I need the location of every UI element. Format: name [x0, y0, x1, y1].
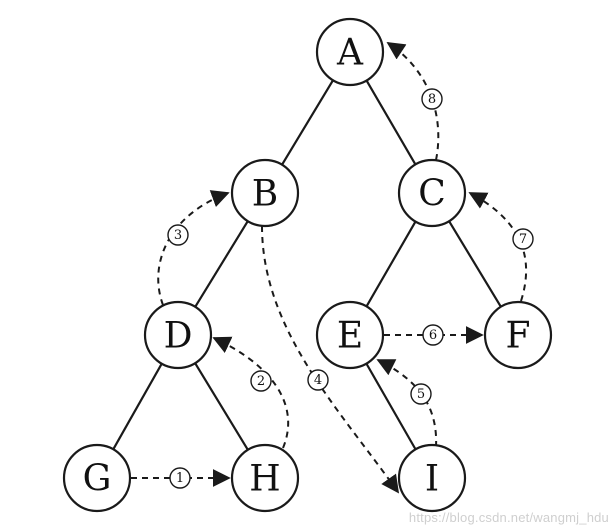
step-marker-circle	[250, 370, 272, 392]
step-marker: 3	[167, 224, 189, 246]
tree-node-g: G	[62, 443, 132, 513]
tree-edge-d-g	[112, 363, 163, 450]
tree-edges	[112, 79, 502, 451]
node-label: A	[336, 33, 364, 74]
node-label: H	[249, 459, 280, 500]
thread-arrow-i-to-e	[376, 359, 438, 448]
node-circle	[315, 300, 385, 370]
node-label: F	[506, 316, 531, 357]
tree-node-h: H	[230, 443, 300, 513]
tree-node-d: D	[143, 300, 213, 370]
node-label: I	[425, 459, 439, 500]
step-number: 8	[428, 92, 436, 107]
step-marker: 2	[250, 370, 272, 392]
tree-edge-d-h	[194, 362, 249, 451]
step-labels: 1 2 3 4 5 6 7 8	[167, 88, 534, 489]
node-circle	[230, 443, 300, 513]
step-marker-circle	[512, 228, 534, 250]
tree-nodes: A B C D E F G H I	[62, 17, 553, 513]
node-label: D	[164, 316, 193, 357]
step-marker-circle	[421, 88, 443, 110]
step-marker: 5	[410, 383, 432, 405]
tree-node-a: A	[315, 17, 385, 87]
step-marker: 8	[421, 88, 443, 110]
node-circle	[62, 443, 132, 513]
node-circle	[483, 300, 553, 370]
step-marker: 6	[422, 324, 444, 346]
node-label: G	[83, 459, 112, 500]
step-number: 4	[314, 373, 322, 388]
step-number: 6	[429, 328, 437, 343]
step-marker-circle	[410, 383, 432, 405]
tree-node-c: C	[397, 158, 467, 228]
thread-arrow-d-to-b	[157, 190, 230, 306]
tree-node-b: B	[230, 158, 300, 228]
tree-edge-e-i	[365, 363, 417, 450]
tree-edge-b-d	[194, 220, 249, 308]
step-marker: 7	[512, 228, 534, 250]
step-marker-circle	[167, 224, 189, 246]
tree-edge-c-e	[365, 221, 417, 307]
step-number: 7	[519, 232, 527, 247]
tree-node-e: E	[315, 300, 385, 370]
tree-node-i: I	[397, 443, 467, 513]
step-number: 1	[176, 471, 184, 486]
tree-edge-a-c	[365, 79, 417, 166]
thread-arrow-c-to-a	[386, 42, 440, 161]
node-circle	[143, 300, 213, 370]
node-label: C	[418, 174, 446, 215]
step-marker-circle	[422, 324, 444, 346]
step-marker: 1	[169, 467, 191, 489]
node-circle	[397, 443, 467, 513]
thread-links	[131, 42, 528, 494]
step-marker-circle	[307, 369, 329, 391]
step-marker-circle	[169, 467, 191, 489]
tree-edge-a-b	[281, 79, 334, 166]
node-circle	[230, 158, 300, 228]
node-label: B	[252, 174, 278, 215]
thread-arrow-h-to-d	[212, 336, 290, 449]
tree-node-f: F	[483, 300, 553, 370]
tree-edge-c-f	[448, 220, 502, 308]
node-circle	[397, 158, 467, 228]
node-circle	[315, 17, 385, 87]
step-number: 5	[417, 387, 425, 402]
thread-arrow-b-to-i	[261, 225, 400, 494]
step-number: 2	[257, 374, 265, 389]
node-label: E	[337, 316, 363, 357]
watermark-text: https://blog.csdn.net/wangmj_hdu	[408, 510, 609, 525]
step-number: 3	[174, 228, 182, 243]
step-marker: 4	[307, 369, 329, 391]
